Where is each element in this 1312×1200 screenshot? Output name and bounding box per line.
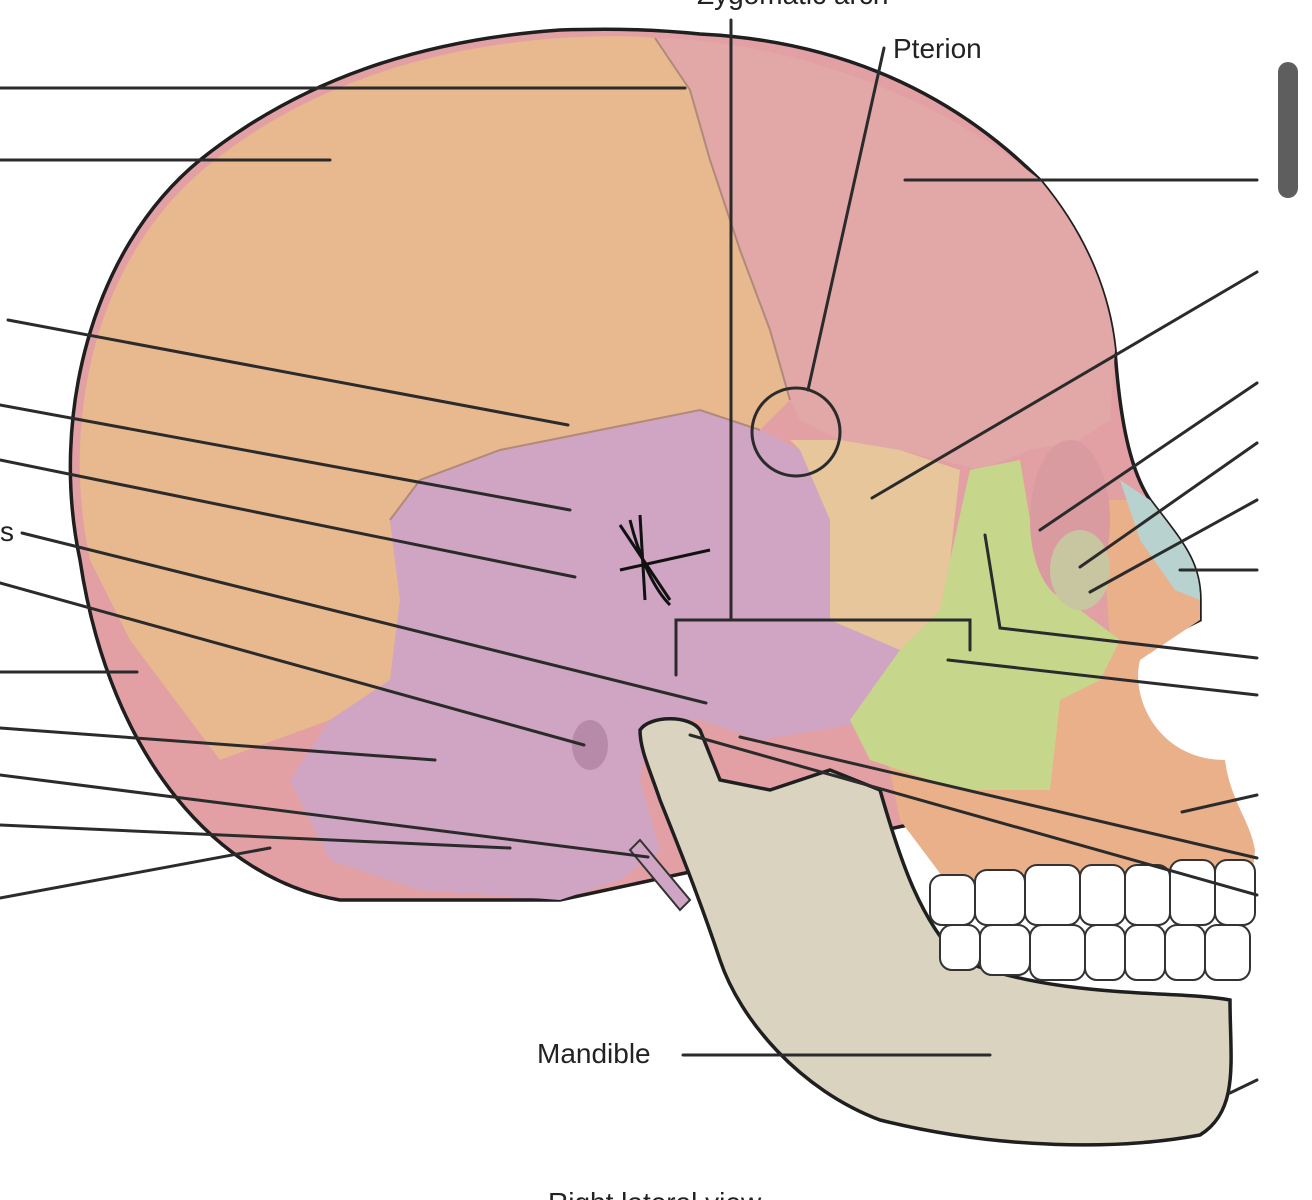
pterion-leader (806, 46, 886, 392)
left-leader-lines (0, 86, 708, 900)
zygomatic-bone (850, 460, 1120, 790)
maxilla-bone (880, 500, 1255, 900)
scrollbar-thumb[interactable] (1278, 62, 1298, 198)
pterion-label: Pterion (893, 33, 982, 64)
upper-teeth (929, 859, 1256, 926)
mandible-label: Mandible (537, 1038, 651, 1069)
sphenoid-bone (790, 440, 960, 650)
pterion-circle (750, 386, 842, 478)
lower-teeth (939, 924, 1251, 981)
squamous-suture (389, 408, 761, 521)
frontal-bone (655, 38, 1115, 470)
parietal-bone (79, 36, 791, 760)
orbit-inner (1050, 530, 1110, 610)
temporal-bone (290, 410, 900, 900)
cut-left-label: s (0, 516, 14, 547)
right-leader-lines (688, 178, 1259, 1095)
zygomatic-arch-label: Zygomatic arch (697, 0, 888, 10)
zygomatic-arch-bracket (674, 618, 972, 677)
external-acoustic-meatus (572, 720, 608, 770)
mandible-bone (638, 717, 1233, 1147)
view-caption: Right lateral view (548, 1187, 762, 1200)
coronal-suture (654, 37, 791, 401)
asterisk-mark (618, 514, 711, 607)
